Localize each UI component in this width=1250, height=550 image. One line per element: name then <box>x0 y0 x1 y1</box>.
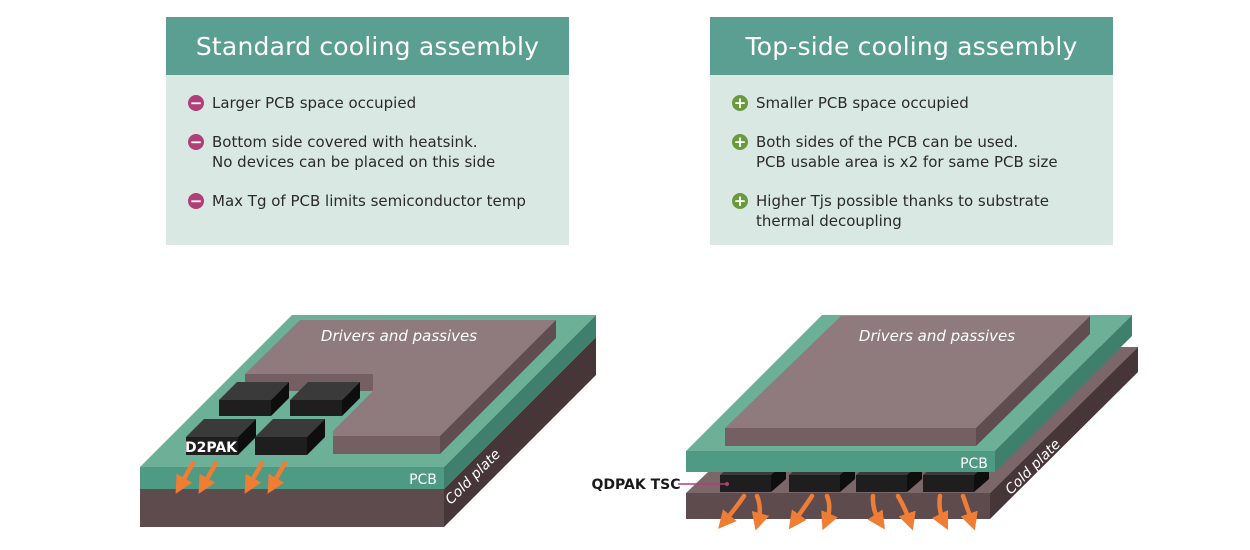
drivers-and-passives-block <box>725 316 1090 446</box>
heat-arrow-icon <box>751 493 770 531</box>
standard-diagram: Drivers and passives D2PAK PCB Cold plat… <box>140 315 596 527</box>
list-item: + Higher Tjs possible thanks to substrat… <box>732 191 1093 231</box>
drivers-label: Drivers and passives <box>321 327 477 345</box>
pcb-label: PCB <box>960 456 988 472</box>
plus-icon: + <box>732 133 748 151</box>
item-text: Higher Tjs possible thanks to substrate <box>756 192 1049 210</box>
plus-icon: + <box>732 192 748 210</box>
heat-flow-arrows <box>718 493 978 531</box>
item-text: Larger PCB space occupied <box>212 94 417 112</box>
item-text: Smaller PCB space occupied <box>756 94 969 112</box>
topside-diagram: Drivers and passives QDPAK TSC PCB Cold … <box>592 315 1138 531</box>
heat-arrow-icon <box>821 493 838 531</box>
heat-arrow-icon <box>244 460 265 494</box>
pcb-label: PCB <box>409 472 437 488</box>
d2pak-device <box>290 382 360 416</box>
heat-arrow-icon <box>198 460 219 494</box>
topside-cooling-title: Top-side cooling assembly <box>710 17 1113 75</box>
d2pak-label: D2PAK <box>185 440 238 456</box>
standard-cooling-panel: Standard cooling assembly − Larger PCB s… <box>166 17 569 245</box>
item-text: No devices can be placed on this side <box>212 153 496 171</box>
list-item: − Bottom side covered with heatsink. No … <box>188 132 549 172</box>
cold-plate <box>140 337 596 527</box>
list-item: + Both sides of the PCB can be used. PCB… <box>732 132 1093 172</box>
item-text: PCB usable area is x2 for same PCB size <box>756 153 1058 171</box>
heat-arrow-icon <box>788 493 815 530</box>
heat-flow-arrows <box>175 460 288 494</box>
item-text: Bottom side covered with heatsink. <box>212 133 478 151</box>
callout-dot <box>725 482 729 486</box>
plus-icon: + <box>732 94 748 112</box>
list-item: − Max Tg of PCB limits semiconductor tem… <box>188 191 549 211</box>
heat-arrow-icon <box>931 493 949 531</box>
list-item: − Larger PCB space occupied <box>188 93 549 113</box>
heat-arrow-icon <box>175 460 196 494</box>
d2pak-device <box>255 419 325 455</box>
minus-icon: − <box>188 94 204 112</box>
list-item: + Smaller PCB space occupied <box>732 93 1093 113</box>
heat-arrow-icon <box>960 493 978 531</box>
topside-cooling-panel: Top-side cooling assembly + Smaller PCB … <box>710 17 1113 245</box>
qdpak-tsc-label: QDPAK TSC <box>592 477 681 493</box>
minus-icon: − <box>188 192 204 210</box>
d2pak-device <box>219 382 289 416</box>
d2pak-devices <box>186 382 360 455</box>
d2pak-device <box>186 419 256 455</box>
item-text: Max Tg of PCB limits semiconductor temp <box>212 192 526 210</box>
heat-arrow-icon <box>718 493 747 529</box>
standard-cooling-title: Standard cooling assembly <box>166 17 569 75</box>
item-text: thermal decoupling <box>756 212 902 230</box>
heat-arrow-icon <box>867 493 885 530</box>
minus-icon: − <box>188 133 204 151</box>
drivers-label: Drivers and passives <box>859 327 1015 345</box>
heat-arrow-icon <box>895 493 916 531</box>
item-text: Both sides of the PCB can be used. <box>756 133 1019 151</box>
heat-arrow-icon <box>267 460 288 494</box>
